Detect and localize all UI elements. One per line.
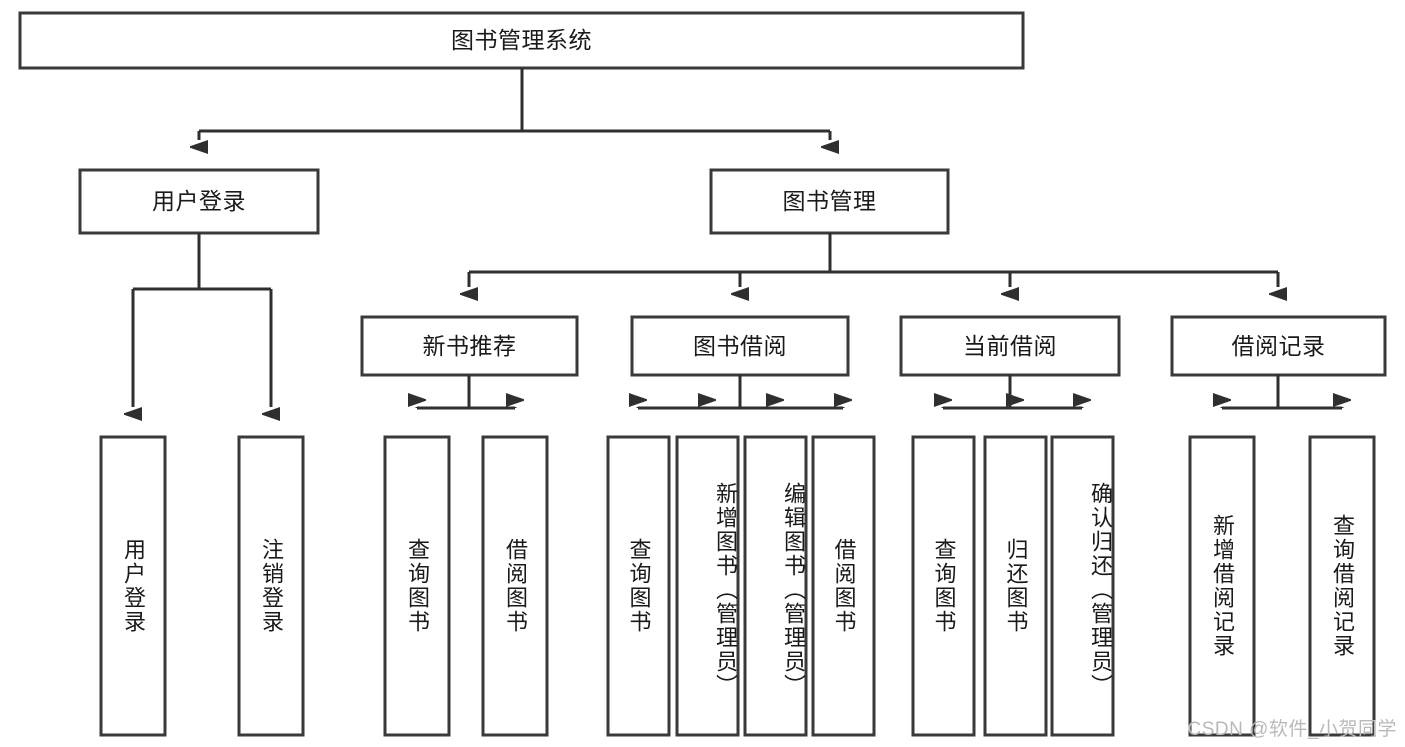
node-box-leaf-add-book	[675, 435, 740, 737]
node-box-root	[18, 11, 1025, 70]
node-box-user-login	[78, 168, 320, 235]
node-box-leaf-borrow-book-2	[811, 435, 876, 737]
node-box-leaf-query-book-2	[606, 435, 671, 737]
connector-new-book-rec-to-leaves	[417, 375, 515, 410]
node-box-leaf-return-book	[983, 435, 1048, 737]
connector-current-borrow-to-leaves	[943, 375, 1082, 410]
node-box-leaf-logout-login	[237, 435, 305, 737]
node-box-leaf-add-record	[1188, 435, 1256, 737]
connector-borrow-record-to-leaves	[1222, 375, 1342, 410]
node-box-leaf-user-login	[99, 435, 167, 737]
csdn-watermark: CSDN @软件_小贺同学	[1187, 719, 1397, 740]
node-box-leaf-confirm-return	[1050, 435, 1115, 737]
node-box-borrow-record	[1170, 315, 1387, 377]
node-box-new-book-rec	[360, 315, 579, 377]
connector-book-borrow-to-leaves	[638, 375, 843, 410]
connector-book-manage-to-level3	[469, 233, 1278, 287]
node-box-leaf-query-book-1	[383, 435, 451, 737]
connector-root-to-level2	[199, 68, 830, 140]
node-box-current-borrow	[899, 315, 1121, 377]
node-box-book-borrow	[630, 315, 850, 377]
node-box-book-manage	[709, 168, 950, 235]
node-box-leaf-query-book-3	[911, 435, 976, 737]
node-box-leaf-borrow-book-1	[481, 435, 549, 737]
node-box-leaf-query-record	[1308, 435, 1376, 737]
connector-user-login-to-leaves	[133, 233, 271, 407]
node-box-leaf-edit-book	[743, 435, 808, 737]
